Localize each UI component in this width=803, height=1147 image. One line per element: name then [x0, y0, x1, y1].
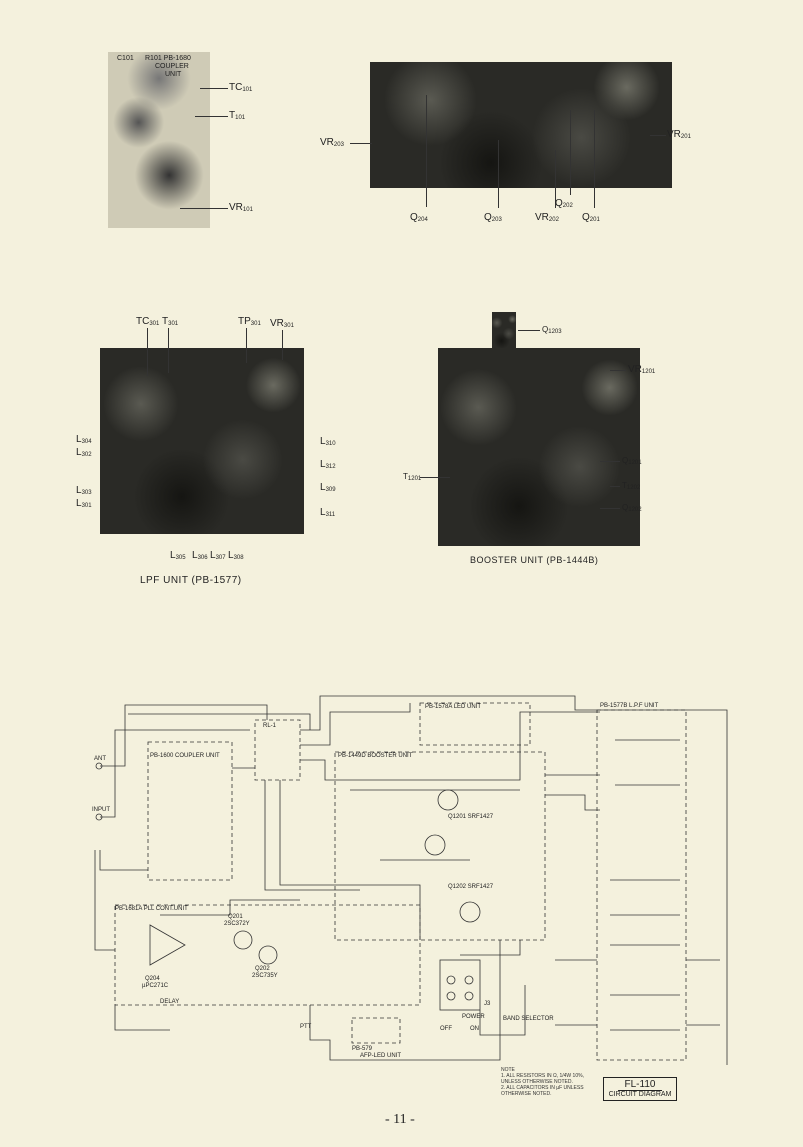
lpf-caption: LPF UNIT (PB-1577) — [140, 575, 242, 586]
q202-type: 2SC735Y — [252, 973, 278, 979]
q1201-label: Q1201 SRF1427 — [448, 814, 494, 820]
label-vr1201: VR1201 — [628, 364, 656, 375]
label-l310: L310 — [320, 436, 336, 447]
rl1-label: RL-1 — [263, 723, 277, 729]
diagram-subtitle: CIRCUIT DIAGRAM — [608, 1091, 672, 1098]
q201-label: Q201 — [228, 914, 243, 920]
q201-symbol — [233, 930, 253, 950]
q204-opamp-symbol — [149, 924, 186, 966]
label-l309: L309 — [320, 482, 336, 493]
label-t301: T301 — [162, 316, 179, 327]
q204-type: µPC271C — [142, 983, 169, 989]
lpf-unit-photo — [100, 348, 304, 534]
schematic-note: NOTE 1. ALL RESISTORS IN Ω, 1/4W 10%, UN… — [501, 1067, 584, 1097]
pll-unit-photo — [370, 62, 672, 188]
label-tp301: TP301 — [238, 316, 261, 327]
led-unit-box — [419, 702, 531, 746]
label-vr101: VR101 — [229, 202, 253, 213]
lpf-unit-box — [596, 709, 687, 1061]
label-vr301: VR301 — [270, 318, 294, 329]
diagram-title: FL-110 — [618, 1079, 662, 1091]
label-vr202: VR202 — [535, 212, 559, 223]
q1202-label: Q1202 SRF1427 — [448, 884, 494, 890]
input-jack — [95, 813, 103, 821]
booster-caption: BOOSTER UNIT (PB-1444B) — [470, 555, 599, 565]
j3-connector — [439, 959, 481, 1011]
booster-unit-label: PB-1449D BOOSTER UNIT — [338, 753, 413, 759]
label-l301: L301 — [76, 498, 92, 509]
label-l308: L308 — [228, 550, 244, 561]
label-l311: L311 — [320, 507, 336, 518]
label-l302: L302 — [76, 447, 92, 458]
label-l312: L312 — [320, 459, 336, 470]
diagram-title-box: FL-110 CIRCUIT DIAGRAM — [603, 1077, 677, 1101]
afp-led-unit-box — [351, 1017, 401, 1044]
board-text: C101 — [117, 55, 134, 62]
q1203-component-photo — [492, 312, 516, 348]
label-t101: T101 — [229, 110, 246, 121]
q201-type: 2SC372Y — [224, 921, 250, 927]
band-selector-label: BAND SELECTOR — [503, 1016, 554, 1022]
pll-unit-label: PB-1681A PLL CONT.UNIT — [115, 906, 188, 912]
label-q1203: Q1203 — [542, 325, 562, 335]
board-text: R101 PB-1680 — [145, 55, 191, 62]
label-l307: L307 — [210, 550, 226, 561]
label-tc101: TC101 — [229, 82, 253, 93]
pll-unit-box — [114, 904, 421, 1006]
ptt-label: PTT — [300, 1024, 312, 1030]
input-label: INPUT — [92, 807, 110, 813]
label-t1201: T1201 — [403, 472, 422, 482]
q1202-symbol — [459, 901, 481, 923]
delay-label: DELAY — [160, 999, 179, 1005]
label-q204: Q204 — [410, 212, 428, 223]
afp-unit-label: PB-579 — [352, 1046, 373, 1052]
label-l305: L305 — [170, 550, 186, 561]
coupler-unit-box — [147, 741, 233, 881]
board-text: COUPLER — [155, 63, 189, 70]
coupler-unit-label: PB-1600 COUPLER UNIT — [150, 753, 220, 759]
ant-label: ANT — [94, 756, 106, 762]
power-label: POWER — [462, 1014, 485, 1020]
label-q203: Q203 — [484, 212, 502, 223]
label-l303: L303 — [76, 485, 92, 496]
q202-symbol — [258, 945, 278, 965]
label-q201: Q201 — [582, 212, 600, 223]
label-q202: Q202 — [555, 198, 573, 209]
booster-unit-photo — [438, 348, 640, 546]
label-l304: L304 — [76, 434, 92, 445]
label-q1201: Q1201 — [622, 456, 642, 466]
page-number: - 11 - — [385, 1112, 415, 1127]
relay-box — [254, 719, 301, 781]
power-off-label: OFF — [440, 1026, 452, 1032]
power-on-label: ON — [470, 1026, 479, 1032]
board-text: UNIT — [165, 71, 182, 78]
coupler-unit-photo — [108, 52, 210, 228]
q204-label: Q204 — [145, 976, 160, 982]
ant-jack — [95, 762, 103, 770]
afp-unit-label-2: AFP-LED UNIT — [360, 1053, 401, 1059]
lpf-unit-label: PB-1577B L.P.F UNIT — [600, 703, 659, 709]
label-l306: L306 — [192, 550, 208, 561]
label-q1202: Q1202 — [622, 503, 642, 513]
q202-label: Q202 — [255, 966, 270, 972]
q1201-symbol — [424, 834, 446, 856]
label-t1202: T1202 — [622, 481, 641, 491]
label-vr203: VR203 — [320, 137, 344, 148]
j3-label: J3 — [484, 1001, 491, 1007]
label-vr201: VR201 — [667, 129, 691, 140]
label-tc301: TC301 — [136, 316, 160, 327]
led-unit-label: PB-1578A LED UNIT — [425, 704, 481, 710]
q1203-symbol — [437, 789, 459, 811]
booster-unit-box — [334, 751, 546, 941]
